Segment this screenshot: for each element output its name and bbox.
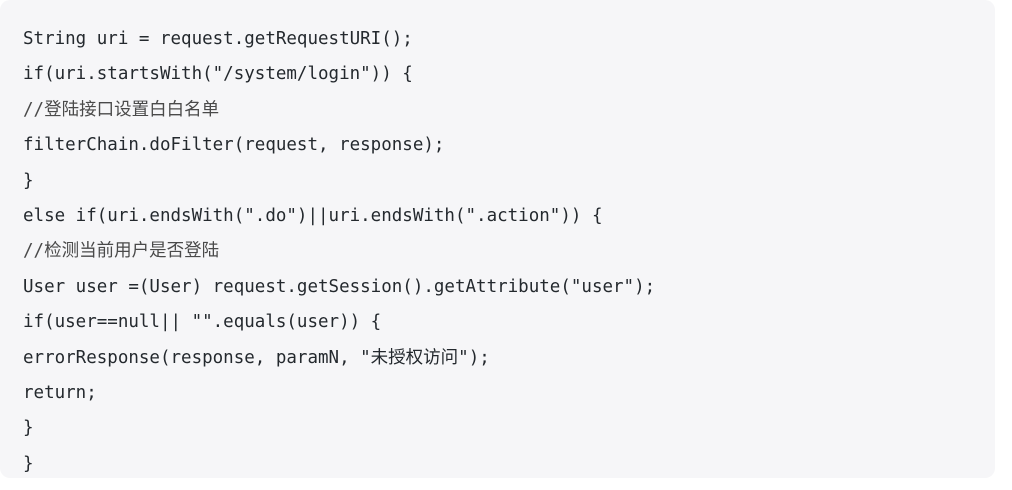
code-line: return; xyxy=(23,382,97,403)
code-block-panel: String uri = request.getRequestURI(); if(… xyxy=(23,22,995,478)
code-line: } xyxy=(23,418,34,439)
code-line: } xyxy=(23,453,34,474)
code-line: if(user==null|| "".equals(user)) { xyxy=(23,312,382,333)
code-line: //检测当前用户是否登陆 xyxy=(23,241,220,262)
code-line: User user =(User) request.getSession().g… xyxy=(23,276,656,297)
code-line: else if(uri.endsWith(".do")||uri.endsWit… xyxy=(23,205,603,226)
code-line: filterChain.doFilter(request, response); xyxy=(23,135,445,156)
code-line: //登陆接口设置白白名单 xyxy=(23,99,220,120)
code-line: String uri = request.getRequestURI(); xyxy=(23,29,413,49)
code-line-list: String uri = request.getRequestURI(); if(… xyxy=(23,22,995,478)
code-line: errorResponse(response, paramN, "未授权访问")… xyxy=(23,347,490,368)
code-line: if(uri.startsWith("/system/login")) { xyxy=(23,64,413,85)
code-line: } xyxy=(23,170,34,191)
